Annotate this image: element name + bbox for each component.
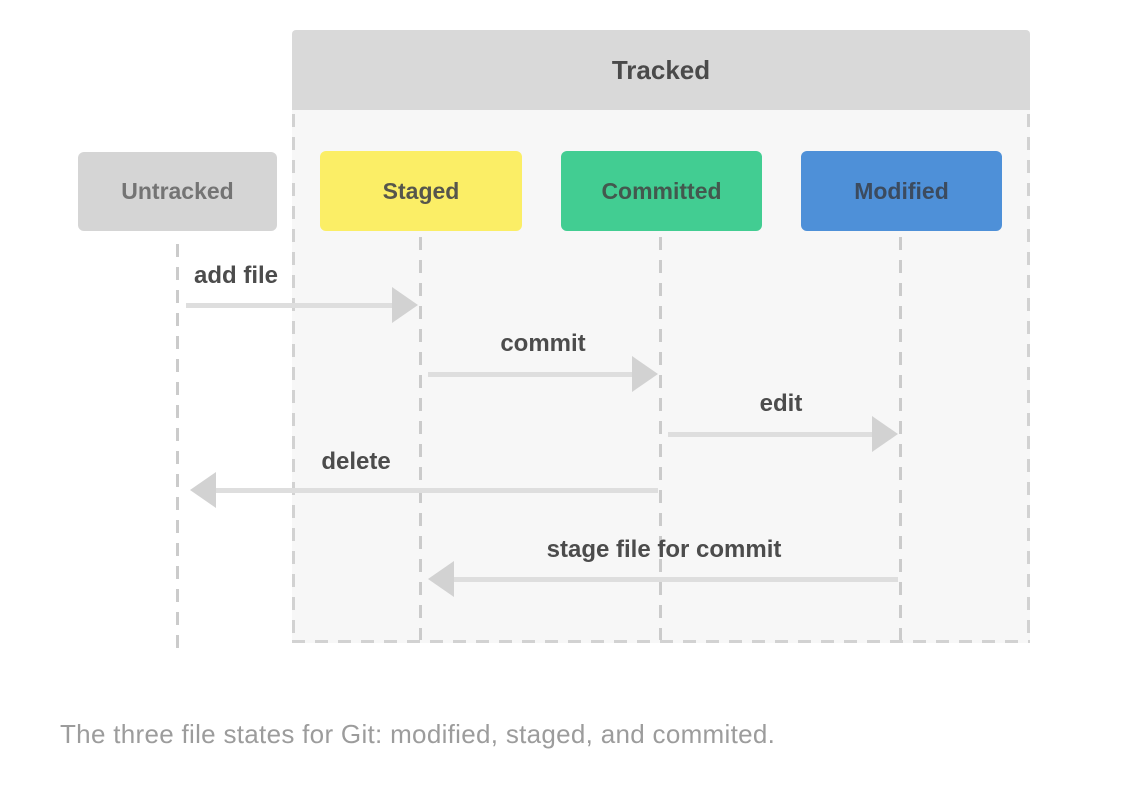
tracked-left-border [292, 114, 295, 643]
arrow-shaft [668, 432, 876, 437]
transition-label-stage-file-for-commit: stage file for commit [546, 536, 782, 563]
transition-label-commit: commit [500, 330, 586, 357]
state-box-untracked: Untracked [78, 152, 277, 231]
arrowhead-right-icon [632, 356, 658, 392]
lifeline-committed [659, 237, 662, 640]
lifeline-modified [899, 237, 902, 640]
arrowhead-left-icon [428, 561, 454, 597]
arrow-shaft [428, 372, 636, 377]
tracked-right-border [1027, 114, 1030, 643]
state-box-staged: Staged [320, 151, 522, 231]
tracked-bottom-border [292, 640, 1030, 643]
arrowhead-right-icon [872, 416, 898, 452]
lifeline-staged [419, 237, 422, 640]
tracked-group-header: Tracked [292, 30, 1030, 110]
arrow-shaft [186, 303, 396, 308]
arrowhead-left-icon [190, 472, 216, 508]
lifeline-untracked [176, 244, 179, 652]
transition-label-edit: edit [759, 390, 803, 417]
arrow-shaft [212, 488, 658, 493]
tracked-group-label: Tracked [611, 54, 711, 85]
state-label-staged: Staged [382, 177, 460, 204]
figure-caption: The three file states for Git: modified,… [60, 719, 776, 749]
state-label-untracked: Untracked [121, 178, 234, 204]
arrowhead-right-icon [392, 287, 418, 323]
transition-label-add-file: add file [193, 262, 279, 289]
state-box-modified: Modified [801, 151, 1002, 231]
state-label-modified: Modified [854, 177, 949, 204]
state-label-committed: Committed [601, 177, 722, 204]
state-box-committed: Committed [561, 151, 762, 231]
arrow-shaft [450, 577, 898, 582]
transition-label-delete: delete [321, 448, 391, 475]
